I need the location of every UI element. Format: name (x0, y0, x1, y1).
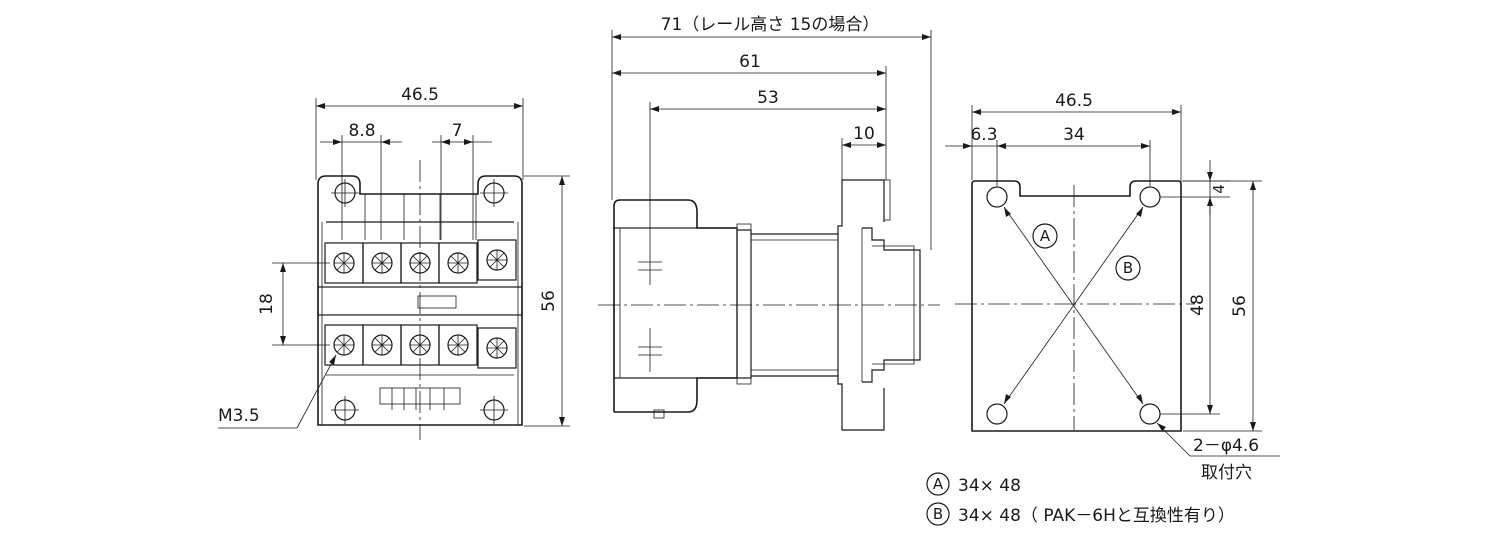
front-height-dim: 56 (539, 290, 559, 312)
hole-note-label: 取付穴 (1201, 463, 1252, 483)
front-width-dim: 46.5 (401, 85, 439, 105)
mount-offset-dim: 6.3 (970, 125, 997, 145)
legend: A 34× 48 B 34× 48（ PAK－6Hと互換性有り） (926, 472, 1235, 526)
legend-a-marker: A (933, 475, 944, 493)
side-53-dim: 53 (757, 88, 779, 108)
front-terminal-gap-dim: 18 (257, 293, 277, 315)
legend-a-text: 34× 48 (958, 476, 1021, 496)
side-total-dim: 71（レール高さ 15の場合） (661, 15, 880, 35)
side-view: 71（レール高さ 15の場合） 61 53 10 (598, 15, 940, 431)
front-view: 46.5 8.8 7 18 56 M3.5 (218, 85, 570, 440)
bottom-terminal-row (325, 325, 516, 368)
side-61-dim: 61 (739, 52, 761, 72)
mount-width-dim: 46.5 (1055, 91, 1093, 111)
mount-pitch-dim: 34 (1063, 125, 1085, 145)
mount-top-dim: 4 (1210, 184, 1228, 194)
front-left-pitch-dim: 8.8 (348, 121, 375, 141)
front-right-pitch-dim: 7 (452, 121, 463, 141)
diagonal-b-marker: B (1123, 259, 1133, 277)
side-10-dim: 10 (853, 124, 875, 144)
legend-b-text: 34× 48（ PAK－6Hと互換性有り） (958, 506, 1235, 526)
mount-height-dim: 56 (1230, 295, 1250, 317)
screw-size-label: M3.5 (218, 406, 260, 426)
legend-b-marker: B (933, 505, 943, 523)
diagonal-a-marker: A (1040, 227, 1051, 245)
mount-hole-pitch-dim: 48 (1188, 294, 1208, 316)
hole-spec-label: 2－φ4.6 (1193, 436, 1259, 456)
top-terminal-row (325, 240, 516, 283)
mounting-view: A B 46.5 6.3 34 4 48 (945, 91, 1280, 483)
